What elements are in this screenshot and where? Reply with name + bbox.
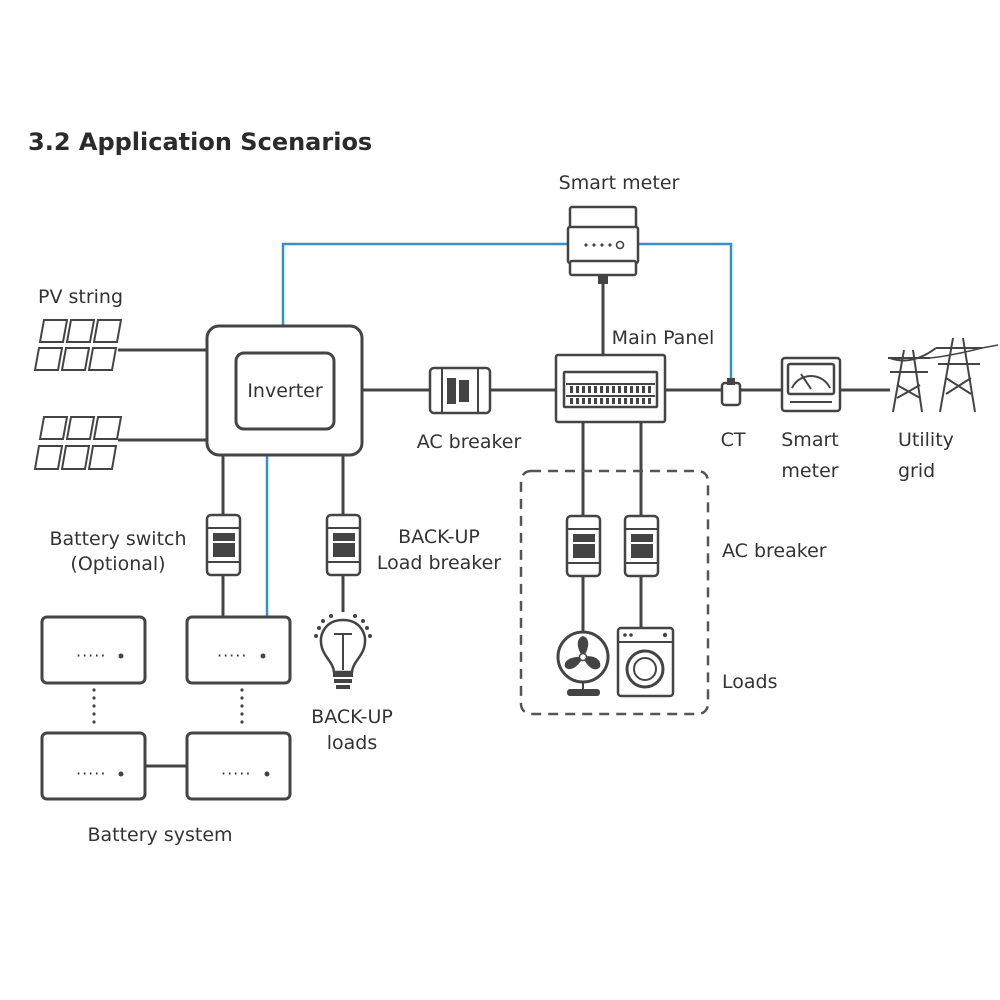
ac-breaker-load-2-icon — [623, 514, 660, 578]
utility-grid-icon — [888, 337, 999, 413]
ac-breaker-loads-label: AC breaker — [722, 540, 827, 562]
battery-module-1: ····· — [40, 615, 147, 685]
svg-text:·····: ····· — [76, 646, 106, 665]
ac-breaker-main-label: AC breaker — [417, 431, 522, 453]
ct-label: CT — [721, 429, 746, 451]
light-bulb-icon — [314, 614, 372, 689]
pv-string-icon — [33, 416, 123, 470]
backup-load-breaker-label-line1: BACK-UP — [398, 526, 480, 548]
fan-icon — [556, 630, 610, 696]
washing-machine-icon — [616, 626, 675, 698]
pv-string-label: PV string — [38, 286, 123, 308]
ct-icon — [720, 378, 742, 407]
svg-text:·····: ····· — [221, 764, 251, 783]
battery-module-4: ····· — [185, 731, 292, 801]
inverter-label: Inverter — [247, 380, 323, 402]
battery-switch-icon — [205, 513, 242, 577]
communication-lines — [265, 242, 733, 617]
svg-text:·····: ····· — [76, 764, 106, 783]
ac-breaker-load-1-icon — [565, 514, 602, 578]
backup-load-breaker-icon — [325, 513, 362, 577]
battery-switch-label-line2: (Optional) — [70, 553, 165, 575]
section-title: 3.2 Application Scenarios — [28, 128, 372, 156]
svg-text:·····: ····· — [217, 646, 247, 665]
backup-loads-label-line1: BACK-UP — [311, 706, 393, 728]
ac-breaker-main-icon — [428, 366, 492, 415]
battery-dotted-links — [92, 688, 244, 724]
inverter — [205, 324, 364, 457]
main-panel-icon — [554, 353, 667, 424]
backup-loads-label-line2: loads — [327, 732, 378, 754]
smart-meter-top-icon — [566, 205, 640, 284]
battery-system-label: Battery system — [87, 824, 232, 846]
smart-meter-grid-icon — [780, 356, 842, 413]
battery-module-2: ····· — [185, 615, 292, 685]
smart-meter-grid-label-line2: meter — [781, 460, 838, 482]
main-panel-label: Main Panel — [612, 327, 715, 349]
pv-string-icon — [33, 319, 123, 371]
utility-grid-label-line2: grid — [898, 460, 935, 482]
battery-module-3: ····· — [40, 731, 147, 801]
utility-grid-label-line1: Utility — [898, 429, 954, 451]
smart-meter-top-label: Smart meter — [559, 172, 680, 194]
power-wires — [118, 282, 890, 768]
battery-switch-label-line1: Battery switch — [49, 528, 186, 550]
loads-group-border — [519, 469, 710, 716]
backup-load-breaker-label-line2: Load breaker — [377, 552, 501, 574]
smart-meter-grid-label-line1: Smart — [781, 429, 838, 451]
loads-label: Loads — [722, 671, 777, 693]
